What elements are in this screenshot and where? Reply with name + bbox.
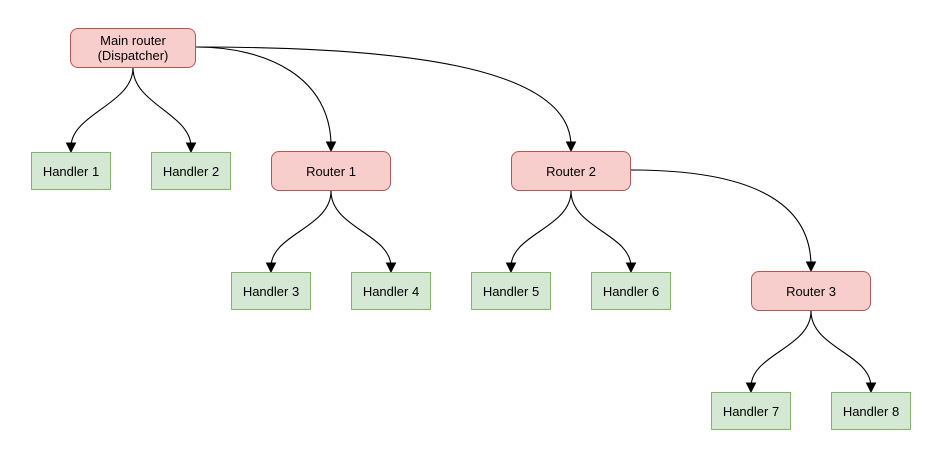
edge-router-3-to-handler-8	[810, 310, 872, 388]
node-router-2[interactable]: Router 2	[511, 151, 631, 191]
edge-router-1-to-handler-3	[270, 190, 332, 268]
node-handler-8[interactable]: Handler 8	[831, 392, 911, 430]
node-label-handler-2: Handler 2	[162, 163, 220, 179]
node-label-handler-5: Handler 5	[482, 283, 540, 299]
edge-main-to-handler-2	[132, 67, 192, 148]
node-main-router[interactable]: Main router (Dispatcher)	[70, 28, 196, 68]
node-label-handler-8: Handler 8	[842, 403, 900, 419]
edge-main-to-handler-1	[70, 67, 134, 148]
node-label-handler-6: Handler 6	[602, 283, 660, 299]
edge-router-3-to-handler-7	[750, 310, 812, 388]
arrow-handler-3-head	[265, 262, 277, 274]
arrow-handler-6-head	[625, 262, 637, 274]
node-handler-6[interactable]: Handler 6	[591, 272, 671, 310]
node-router-3[interactable]: Router 3	[751, 271, 871, 311]
arrow-handler-4-head	[385, 262, 397, 274]
node-handler-7[interactable]: Handler 7	[711, 392, 791, 430]
edge-router-1-to-handler-4	[330, 190, 392, 268]
arrow-handler-7-head	[745, 382, 757, 394]
arrow-handler-1-head	[65, 142, 77, 154]
arrow-handler-5-head	[505, 262, 517, 274]
edge-router-2-to-handler-5	[510, 190, 572, 268]
node-label-handler-4: Handler 4	[362, 283, 420, 299]
arrow-router-3-head	[805, 261, 817, 273]
edge-router-2-to-handler-6	[570, 190, 632, 268]
arrow-handler-8-head	[865, 382, 877, 394]
node-label-handler-3: Handler 3	[242, 283, 300, 299]
node-label-handler-1: Handler 1	[42, 163, 100, 179]
arrow-router-1-head	[325, 141, 337, 153]
node-label-handler-7: Handler 7	[722, 403, 780, 419]
node-router-1[interactable]: Router 1	[271, 151, 391, 191]
node-label-router-2: Router 2	[546, 163, 596, 179]
arrow-handler-2-head	[185, 142, 197, 154]
node-handler-2[interactable]: Handler 2	[151, 152, 231, 190]
node-handler-3[interactable]: Handler 3	[231, 272, 311, 310]
node-label-router-3: Router 3	[786, 283, 836, 299]
node-label-router-1: Router 1	[306, 163, 356, 179]
node-label-main-router: Main router (Dispatcher)	[97, 33, 169, 63]
node-handler-5[interactable]: Handler 5	[471, 272, 551, 310]
edge-router-2-to-router-3	[630, 169, 812, 267]
node-handler-1[interactable]: Handler 1	[31, 152, 111, 190]
edge-main-to-router-1	[195, 46, 332, 147]
edge-main-to-router-2	[195, 46, 572, 147]
arrow-router-2-head	[565, 141, 577, 153]
node-handler-4[interactable]: Handler 4	[351, 272, 431, 310]
